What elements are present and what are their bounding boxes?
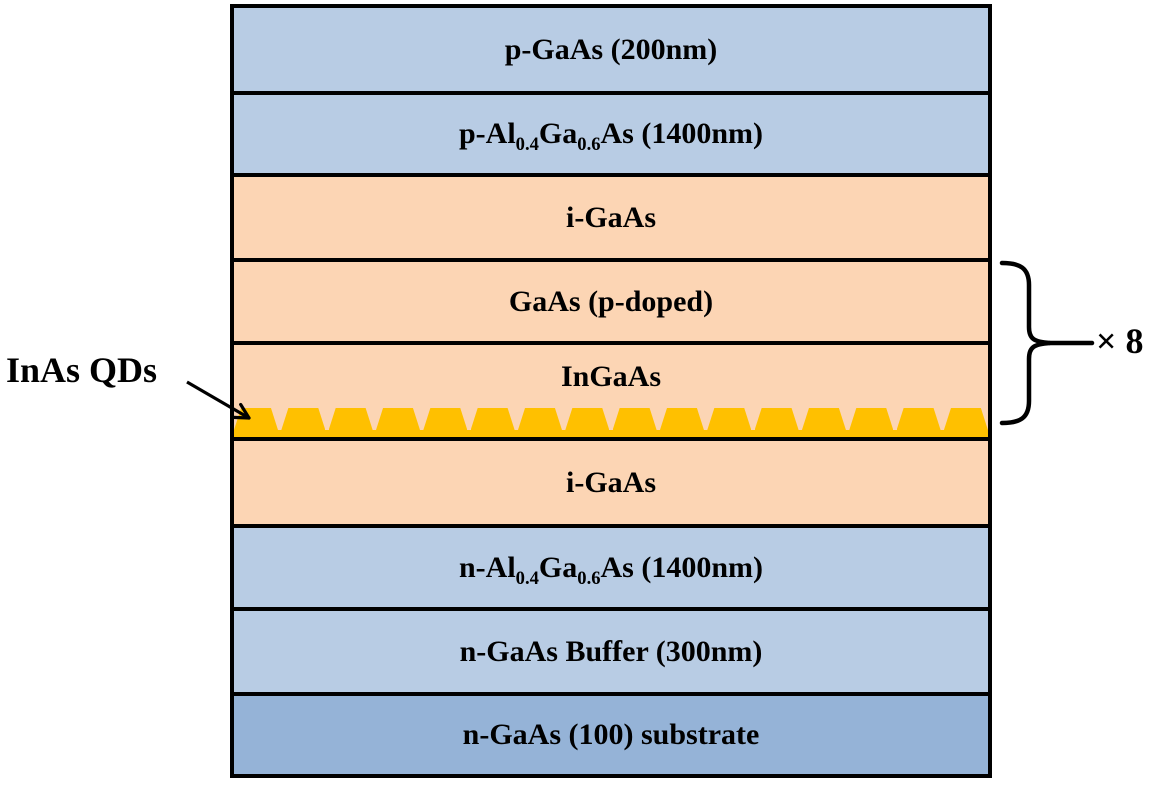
quantum-dot bbox=[754, 408, 799, 430]
layer-label: InGaAs bbox=[560, 359, 662, 393]
quantum-dot bbox=[517, 408, 562, 430]
quantum-dot bbox=[896, 408, 941, 430]
quantum-dot bbox=[470, 408, 515, 430]
layer-ingaas: InGaAs bbox=[234, 341, 988, 437]
quantum-dot bbox=[565, 408, 610, 430]
repeat-count-label: × 8 bbox=[1096, 321, 1144, 361]
quantum-dot bbox=[423, 408, 468, 430]
layer-gaas-p-doped: GaAs (p-doped) bbox=[234, 258, 988, 341]
quantum-dot-layer bbox=[234, 408, 988, 437]
layer-label: i-GaAs bbox=[566, 200, 656, 234]
layer-label: n-GaAs Buffer (300nm) bbox=[459, 634, 763, 668]
quantum-dot bbox=[849, 408, 894, 430]
layer-substrate: n-GaAs (100) substrate bbox=[234, 692, 988, 774]
layer-label: p-Al0.4Ga0.6As (1400nm) bbox=[458, 117, 764, 155]
layer-label: p-GaAs (200nm) bbox=[504, 32, 718, 66]
quantum-dot bbox=[328, 408, 373, 430]
layer-i-gaas-lower: i-GaAs bbox=[234, 437, 988, 524]
quantum-dot bbox=[801, 408, 846, 430]
quantum-dot bbox=[707, 408, 752, 430]
layer-p-algaas: p-Al0.4Ga0.6As (1400nm) bbox=[234, 91, 988, 173]
layer-n-gaas-buffer: n-GaAs Buffer (300nm) bbox=[234, 607, 988, 692]
layer-stack: p-GaAs (200nm) p-Al0.4Ga0.6As (1400nm) i… bbox=[230, 4, 992, 778]
layer-n-algaas: n-Al0.4Ga0.6As (1400nm) bbox=[234, 524, 988, 607]
inas-qds-label: InAs QDs bbox=[6, 350, 158, 390]
layer-label: GaAs (p-doped) bbox=[508, 284, 714, 318]
layer-label: n-Al0.4Ga0.6As (1400nm) bbox=[458, 550, 764, 589]
qd-pointer-arrow-icon bbox=[186, 380, 251, 420]
layer-label: i-GaAs bbox=[566, 465, 656, 499]
quantum-dot bbox=[281, 408, 326, 430]
quantum-dot-row bbox=[234, 408, 988, 430]
layer-p-gaas-cap: p-GaAs (200nm) bbox=[234, 8, 988, 91]
repeat-brace-icon bbox=[999, 260, 1095, 426]
quantum-dot bbox=[375, 408, 420, 430]
quantum-dot bbox=[659, 408, 704, 430]
quantum-dot bbox=[943, 408, 988, 430]
quantum-dot bbox=[612, 408, 657, 430]
layer-label: n-GaAs (100) substrate bbox=[462, 718, 760, 751]
wetting-layer-strip bbox=[234, 430, 988, 437]
layer-i-gaas-upper: i-GaAs bbox=[234, 173, 988, 258]
